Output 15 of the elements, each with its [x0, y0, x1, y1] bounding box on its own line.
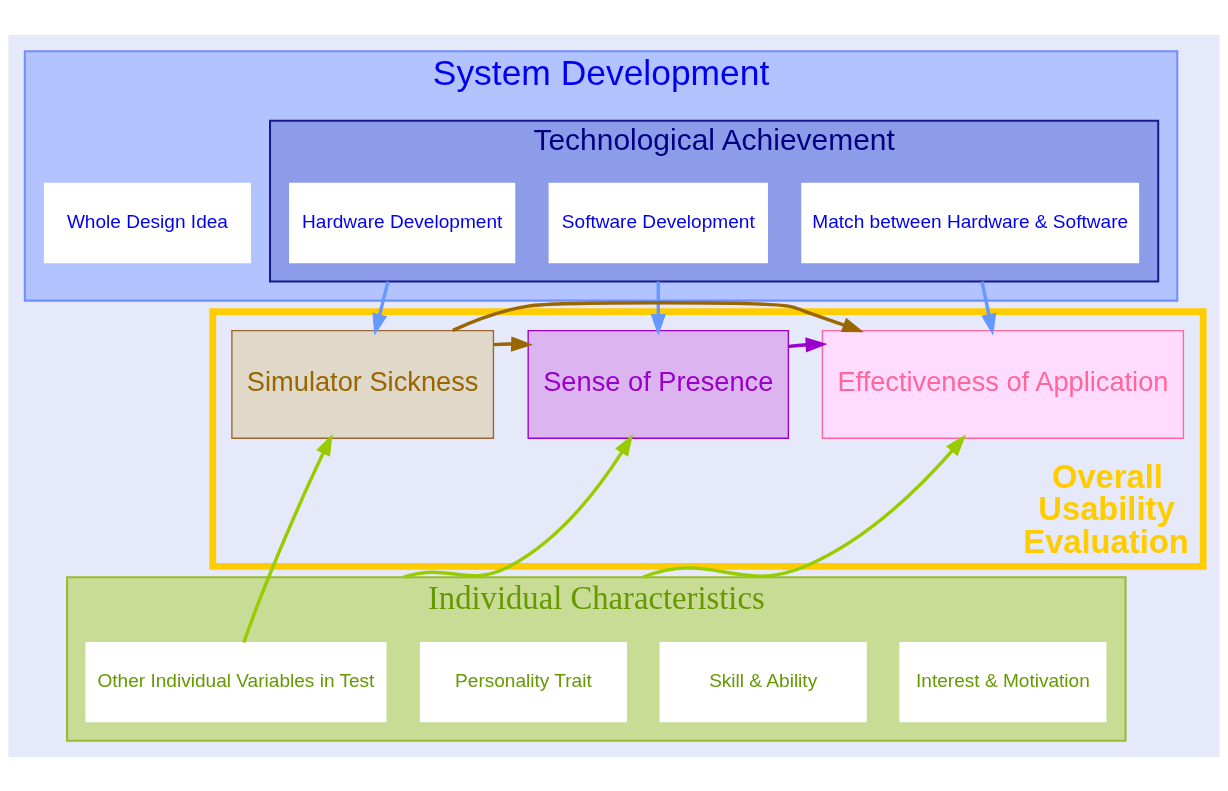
node-box: Sense of Presence [527, 329, 790, 439]
node-box: Personality Trait [419, 641, 627, 722]
node-box: Software Development [548, 182, 768, 263]
arrow [493, 335, 533, 352]
node-box: Skill & Ability [659, 641, 867, 722]
node-box: Match between Hardware & Software [801, 182, 1140, 263]
arrow [788, 336, 828, 352]
node-box: Interest & Motivation [899, 641, 1107, 722]
node-box: Simulator Sickness [231, 329, 495, 439]
node-box: Whole Design Idea [43, 182, 251, 263]
arrow [242, 433, 333, 643]
node-box: Hardware Development [289, 182, 516, 263]
arrow [650, 281, 666, 336]
node-box: Other Individual Variables in Test [85, 641, 387, 722]
node-box: Effectiveness of Application [821, 329, 1185, 439]
